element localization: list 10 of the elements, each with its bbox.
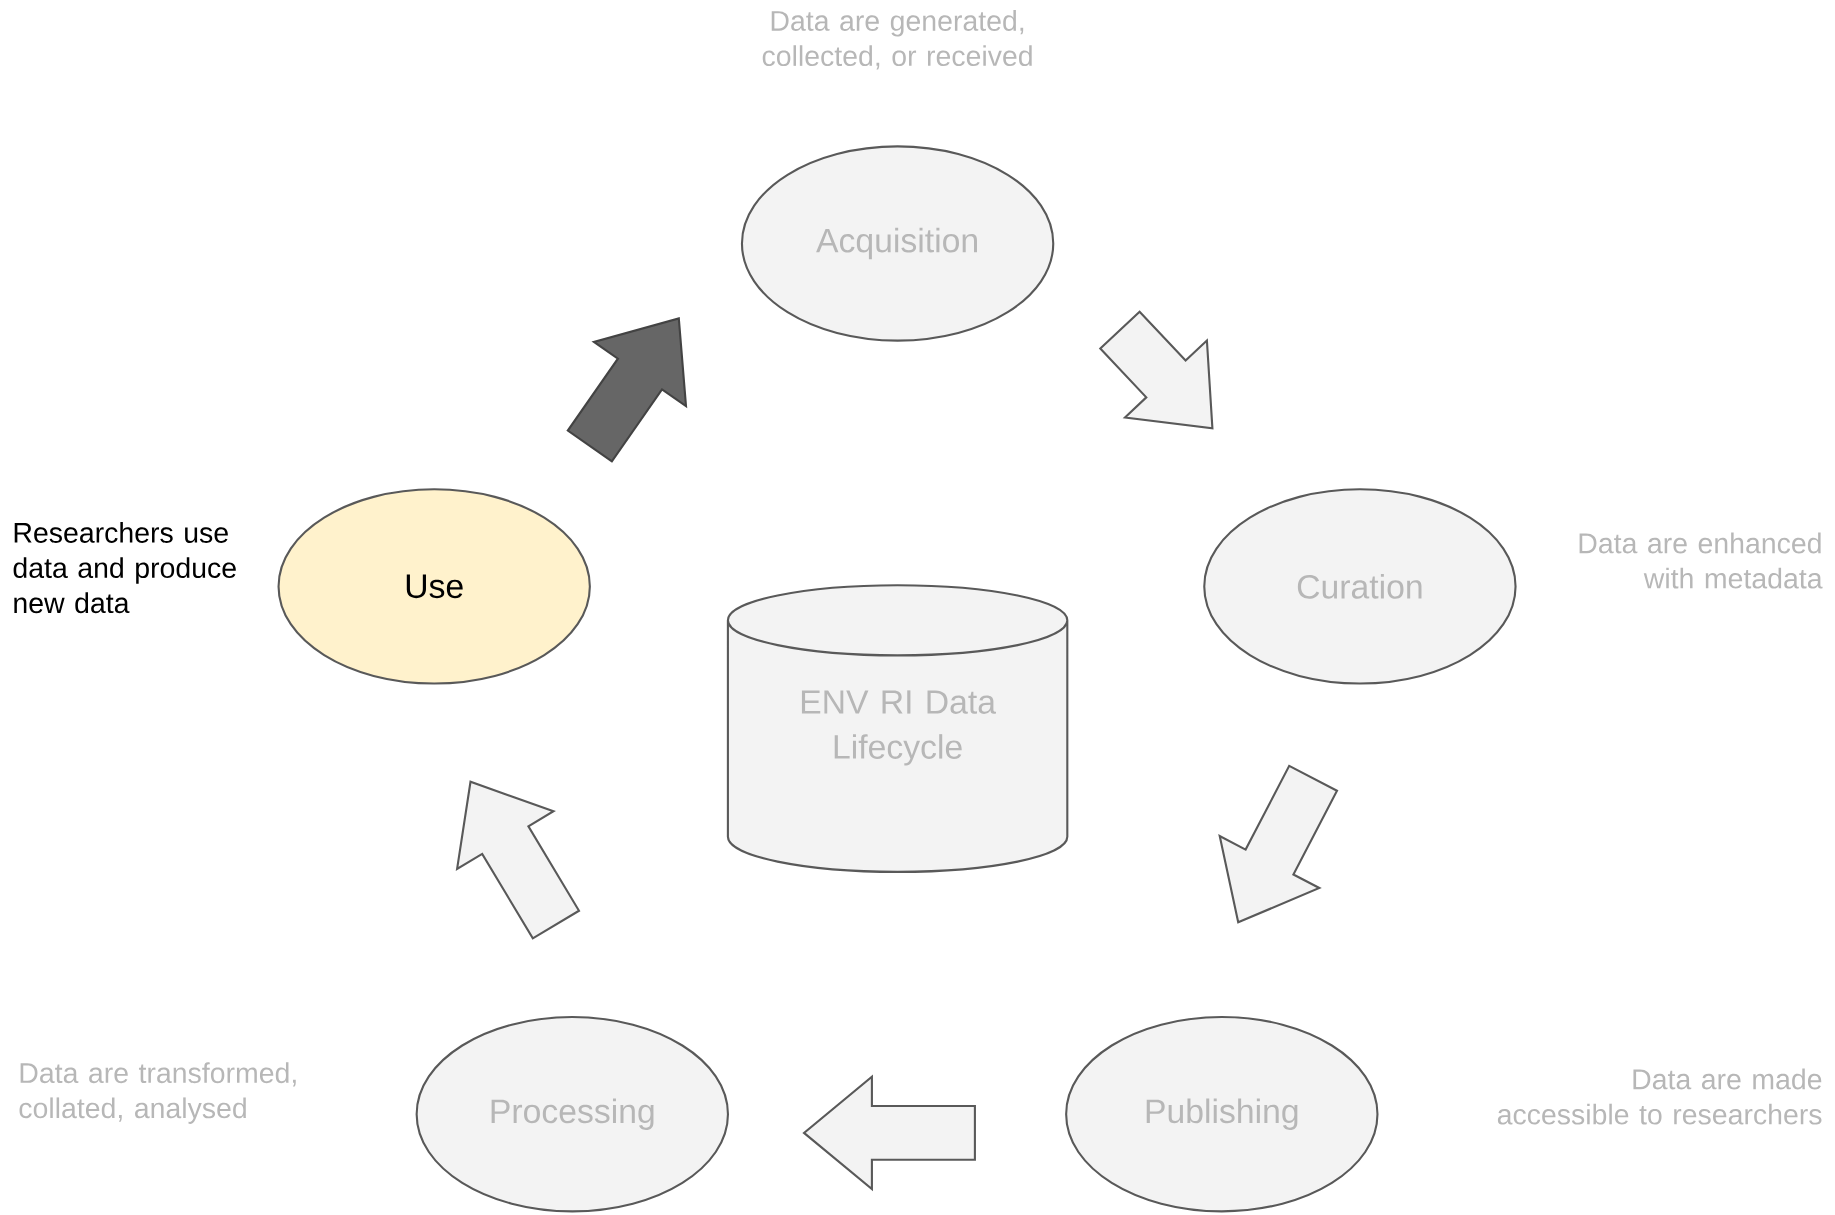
caption-text: Data are generated, collected, or received	[762, 10, 1032, 70]
block-arrow	[455, 780, 581, 940]
caption-text: Data are transformed, collated, analysed	[19, 1062, 296, 1124]
caption-text: Data are enhanced with metadata	[1579, 532, 1823, 589]
caption-text: Researchers use data and produce new data	[13, 522, 236, 614]
block-arrow	[566, 317, 688, 463]
block-arrow	[1218, 764, 1339, 924]
caption-text: Data are made accessible to researchers	[1497, 1068, 1822, 1125]
database-cylinder: ENV RI Data Lifecycle	[726, 584, 1069, 874]
block-arrow	[802, 1074, 976, 1192]
